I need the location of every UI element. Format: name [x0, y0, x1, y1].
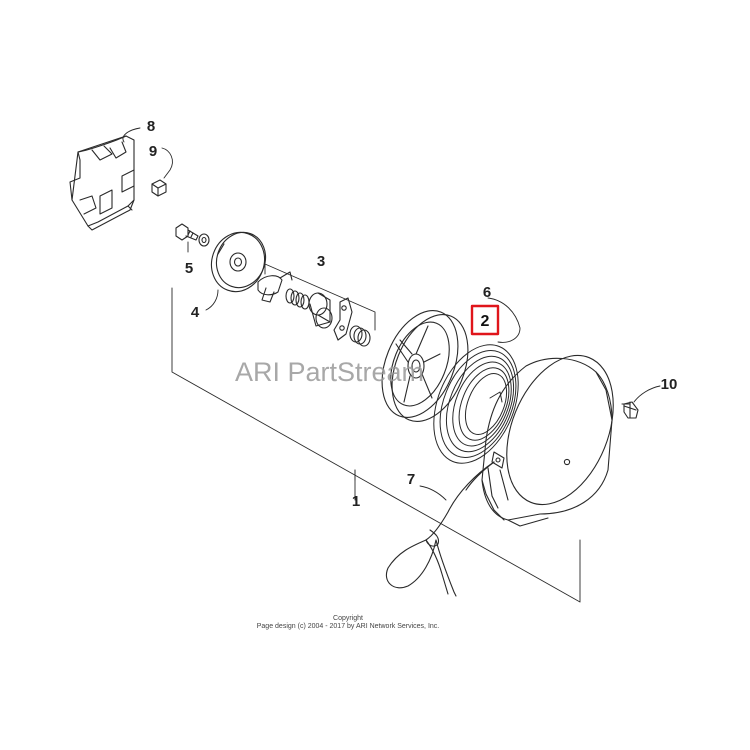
leader-lines [122, 127, 661, 501]
leader-10 [633, 385, 661, 403]
callout-1[interactable]: 1 [352, 493, 360, 510]
watermark: ARI PartStream [235, 357, 424, 387]
assembly-bracket-lines [171, 287, 581, 603]
leader-8 [122, 127, 141, 143]
recoil-spring-part [433, 344, 519, 464]
callout-10[interactable]: 10 [661, 376, 678, 393]
return-spring-part [349, 325, 371, 347]
highlight-box [470, 304, 500, 336]
callout-6[interactable]: 6 [483, 284, 491, 301]
starter-housing-part [481, 354, 614, 527]
coil-spring-part [285, 288, 310, 310]
callout-8[interactable]: 8 [147, 118, 155, 135]
callout-2[interactable]: 2 [481, 313, 490, 330]
callout-7[interactable]: 7 [407, 471, 415, 488]
ratchet-kit-part [257, 271, 371, 347]
callout-9[interactable]: 9 [149, 143, 157, 160]
callout-numbers: 8 9 5 4 3 6 2 10 7 1 [147, 118, 678, 510]
copyright-title: Copyright [333, 615, 363, 622]
callout-3[interactable]: 3 [317, 253, 325, 270]
starter-rope-part [386, 461, 495, 597]
leader-3 [264, 263, 376, 331]
callout-5[interactable]: 5 [185, 260, 193, 277]
collar-part [308, 292, 333, 329]
leader-6 [487, 297, 521, 343]
leader-9 [161, 147, 173, 179]
starter-cup-part [69, 135, 135, 231]
leader-7 [419, 485, 447, 501]
bolt-with-washer-part [175, 223, 210, 247]
friction-plate-part [210, 231, 267, 293]
rope-pulley-part [381, 309, 469, 423]
small-bolt-part [151, 179, 167, 197]
leader-4 [205, 289, 219, 311]
callout-4[interactable]: 4 [191, 304, 200, 321]
housing-bolt-part [621, 401, 639, 419]
pawl-part [333, 297, 353, 341]
copyright-notice: Page design (c) 2004 - 2017 by ARI Netwo… [257, 623, 440, 630]
